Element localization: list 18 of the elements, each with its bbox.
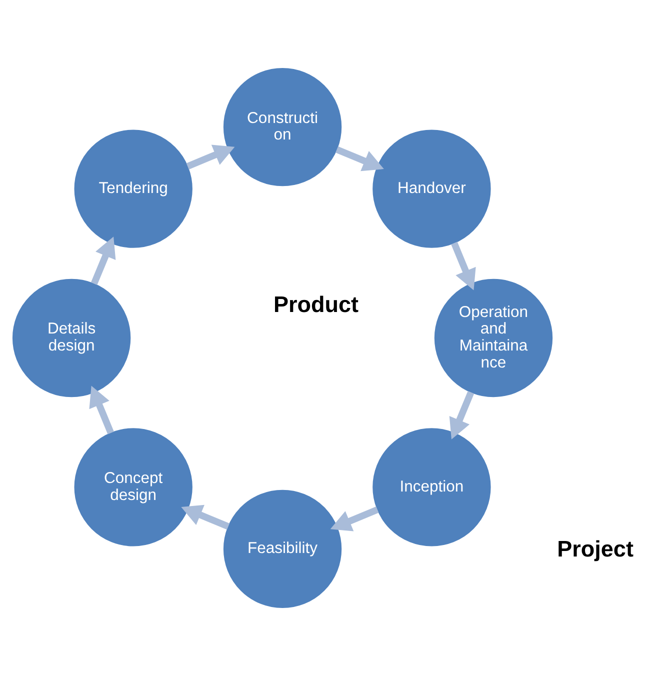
- arrow: [336, 146, 384, 171]
- arrow: [451, 241, 476, 290]
- node-circle: Concept design: [74, 428, 192, 546]
- arrow: [90, 236, 116, 285]
- node-circle: Constructi on: [223, 67, 342, 186]
- node-circle: Tendering: [74, 129, 192, 248]
- node-circle: Handover: [372, 129, 491, 248]
- label: Product: [274, 292, 359, 317]
- arrow: [449, 390, 474, 439]
- node-circle: Operation and Maintaina nce: [434, 278, 553, 397]
- arrow: [330, 506, 379, 531]
- node-circle: Inception: [372, 428, 491, 546]
- arrow: [181, 504, 230, 530]
- arrow: [89, 385, 114, 434]
- label: Project: [557, 536, 634, 561]
- node-circle: Feasibility: [223, 489, 342, 608]
- node-circle: Details design: [12, 278, 131, 397]
- arrow: [186, 144, 235, 169]
